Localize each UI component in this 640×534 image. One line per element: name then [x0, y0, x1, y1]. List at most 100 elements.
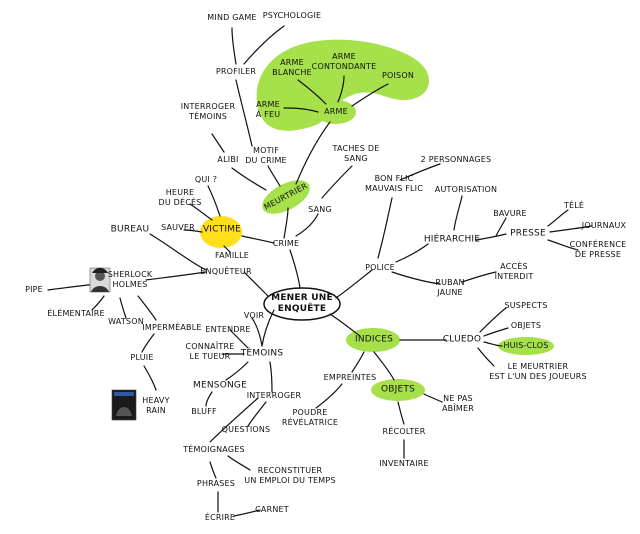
edge-meurtrier-alibi [231, 167, 267, 191]
node-arme-blanche[interactable]: ARME BLANCHE [272, 58, 312, 77]
edge-indices-objets [373, 351, 395, 381]
node-profiler[interactable]: PROFILER [215, 67, 257, 76]
edge-hierarchie-autorisation [453, 195, 463, 231]
node-voir[interactable]: VOIR [243, 311, 265, 320]
node-taches-sang[interactable]: TACHES DE SANG [332, 144, 380, 163]
node-cluedo[interactable]: CLUEDO [442, 334, 482, 345]
edge-bonflic-2pers [399, 163, 441, 181]
node-mobile[interactable]: MOTIF DU CRIME [245, 146, 287, 165]
edge-crime-meurtrier [283, 207, 289, 239]
node-reconstituer[interactable]: RECONSTITUER UN EMPLOI DU TEMPS [244, 466, 336, 485]
node-objets-list[interactable]: OBJETS [510, 321, 542, 330]
node-alibi[interactable]: ALIBI [217, 155, 239, 164]
edge-arme-contondante [337, 75, 345, 103]
node-indices[interactable]: INDICES [354, 334, 394, 345]
node-conference[interactable]: CONFÉRENCE DE PRESSE [569, 240, 627, 259]
node-entendre[interactable]: ENTENDRE [205, 325, 251, 334]
edge-meurtrier-mobile [267, 165, 281, 187]
node-famille[interactable]: FAMILLE [215, 251, 249, 260]
node-interroger[interactable]: INTERROGER [246, 391, 302, 400]
node-hierarchie[interactable]: HIÉRARCHIE [423, 234, 481, 245]
node-questions[interactable]: QUESTIONS [221, 425, 271, 434]
node-meurtrier-joueurs[interactable]: LE MEURTRIER EST L'UN DES JOUEURS [489, 362, 587, 381]
node-pluie[interactable]: PLUIE [130, 353, 154, 362]
node-enqueteur[interactable]: ENQUÊTEUR [200, 267, 252, 276]
edge-sherlock-elem [91, 295, 105, 311]
edge-cluedo-huisclos [483, 341, 503, 347]
node-poison[interactable]: POISON [381, 71, 415, 80]
node-watson[interactable]: WATSON [108, 317, 144, 326]
node-2-personnages[interactable]: 2 PERSONNAGES [420, 155, 492, 164]
edge-temoins-mensonge [225, 361, 249, 381]
edge-empreintes-poudre [315, 383, 343, 409]
edge-victime-bureau [149, 233, 207, 271]
node-heure-deces[interactable]: HEURE DU DÉCÈS [158, 188, 202, 207]
node-phrases[interactable]: PHRASES [196, 479, 236, 488]
node-sang[interactable]: SANG [308, 205, 332, 214]
edge-indices-empreintes [351, 351, 365, 373]
node-victime[interactable]: VICTIME [202, 224, 242, 235]
node-recolter[interactable]: RÉCOLTER [382, 427, 426, 436]
node-suspects[interactable]: SUSPECTS [504, 301, 548, 310]
node-sherlock[interactable]: SHERLOCK HOLMES [107, 270, 153, 289]
node-presse[interactable]: PRESSE [510, 228, 546, 239]
edge-hierarchie-presse [475, 233, 507, 241]
node-arme[interactable]: ARME [324, 107, 348, 116]
node-huis-clos[interactable]: HUIS-CLOS [503, 341, 549, 350]
node-pipe[interactable]: PIPE [25, 285, 43, 294]
edge-arme-blanche [297, 79, 327, 105]
node-interroger-temoins[interactable]: INTERROGER TÉMOINS [180, 102, 236, 121]
node-empreintes[interactable]: EMPREINTES [323, 373, 377, 382]
edge-temoignages-reconst [227, 455, 251, 471]
node-police[interactable]: POLICE [365, 263, 395, 272]
node-temoignages[interactable]: TÉMOIGNAGES [183, 445, 245, 454]
node-arme-contondante[interactable]: ARME CONTONDANTE [311, 52, 377, 71]
node-carnet[interactable]: CARNET [255, 505, 289, 514]
node-sauver[interactable]: SAUVER [161, 223, 195, 232]
edge-presse-tele [547, 209, 569, 227]
edge-crime-victime [241, 235, 275, 244]
edge-victime-heure [189, 203, 213, 221]
node-objets[interactable]: OBJETS [380, 384, 416, 395]
edge-enqueteur-sherlock [145, 271, 207, 281]
edge-arme-feu [283, 107, 319, 113]
edge-center-police [335, 269, 373, 299]
edge-center-temoins [261, 309, 275, 347]
node-bavure[interactable]: BAVURE [493, 209, 527, 218]
node-bluff[interactable]: BLUFF [191, 407, 217, 416]
node-mensonge[interactable]: MENSONGE [193, 380, 247, 391]
node-journaux[interactable]: JOURNAUX [581, 221, 627, 230]
node-elementaire[interactable]: ÉLÉMENTAIRE [47, 309, 105, 318]
node-impermeable[interactable]: IMPERMÉABLE [142, 323, 202, 332]
node-inventaire[interactable]: INVENTAIRE [379, 459, 429, 468]
node-arme-feu[interactable]: ARME À FEU [255, 100, 281, 119]
node-temoins[interactable]: TÉMOINS [240, 348, 284, 359]
edge-center-indices [329, 313, 361, 337]
victime-highlight [200, 216, 242, 248]
node-connaitre-tueur[interactable]: CONNAÎTRE LE TUEUR [185, 342, 235, 361]
edge-victime-qui [207, 185, 221, 217]
node-crime[interactable]: CRIME [272, 239, 300, 248]
node-heavy-rain[interactable]: HEAVY RAIN [142, 396, 170, 415]
node-tele[interactable]: TÉLÉ [563, 201, 585, 210]
node-ecrire[interactable]: ÉCRIRE [204, 513, 236, 522]
center-node[interactable]: MENER UNE ENQUÊTE [271, 293, 333, 314]
node-poudre[interactable]: POUDRE RÉVÉLATRICE [281, 408, 339, 427]
edge-center-enqueteur [243, 271, 269, 297]
node-ruban[interactable]: RUBAN JAUNE [435, 278, 465, 297]
edge-victime-sauver [183, 229, 203, 233]
node-autorisation[interactable]: AUTORISATION [434, 185, 498, 194]
node-ne-pas-abimer[interactable]: NE PAS ABÎMER [441, 394, 475, 413]
node-psychologie[interactable]: PSYCHOLOGIE [262, 11, 322, 20]
edge-sherlock-pipe [47, 283, 97, 291]
node-acces-interdit[interactable]: ACCÈS INTERDIT [494, 262, 534, 281]
node-bon-flic[interactable]: BON FLIC MAUVAIS FLIC [364, 174, 424, 193]
edge-police-hierarchie [395, 243, 429, 263]
node-mind-game[interactable]: MIND GAME [207, 13, 257, 22]
node-bureau[interactable]: BUREAU [110, 224, 150, 235]
node-qui[interactable]: QUI ? [194, 175, 218, 184]
edge-alibi-interroger [211, 133, 225, 153]
edge-police-bonflic [377, 197, 393, 259]
huis-clos-highlight [498, 337, 554, 355]
